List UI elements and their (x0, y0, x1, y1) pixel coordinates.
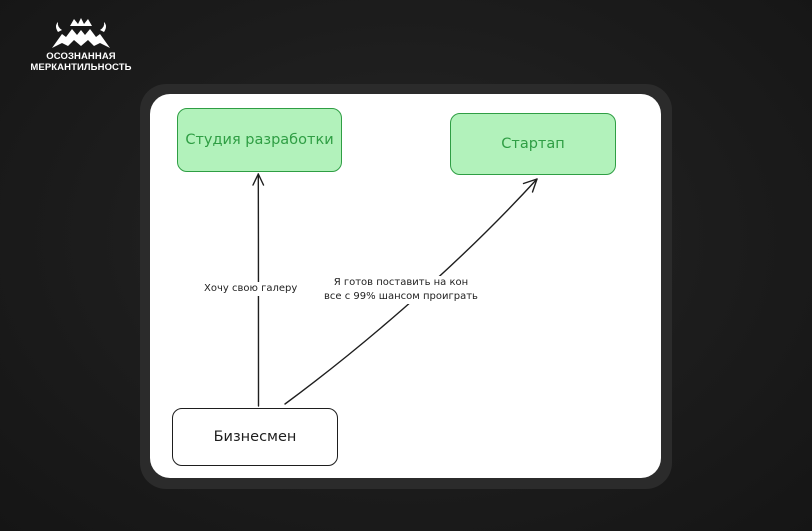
node-startup[interactable]: Стартап (450, 113, 616, 175)
brand-logo: ОСОЗНАННАЯ МЕРКАНТИЛЬНОСТЬ (26, 16, 136, 73)
edge-label-startup-line-1: Я готов поставить на кон (333, 277, 469, 288)
diagram-edges (252, 173, 538, 407)
node-studio[interactable]: Студия разработки (177, 108, 342, 172)
edge-label-startup: Я готов поставить на кон все с 99% шансо… (324, 276, 478, 304)
edge-label-studio: Хочу свою галеру (204, 282, 298, 296)
bull-bear-crown-icon (52, 18, 110, 48)
node-businessman[interactable]: Бизнесмен (172, 408, 338, 466)
arrowhead-to-startup (522, 178, 538, 193)
edge-label-startup-line-2: все с 99% шансом проиграть (324, 291, 478, 302)
arrow-to-startup (284, 178, 538, 405)
logo-line-1: ОСОЗНАННАЯ (46, 51, 116, 62)
diagram-canvas: Студия разработки Стартап Бизнесмен Хочу… (150, 94, 661, 478)
arrowhead-to-studio (252, 173, 265, 186)
logo-line-2: МЕРКАНТИЛЬНОСТЬ (30, 61, 132, 73)
